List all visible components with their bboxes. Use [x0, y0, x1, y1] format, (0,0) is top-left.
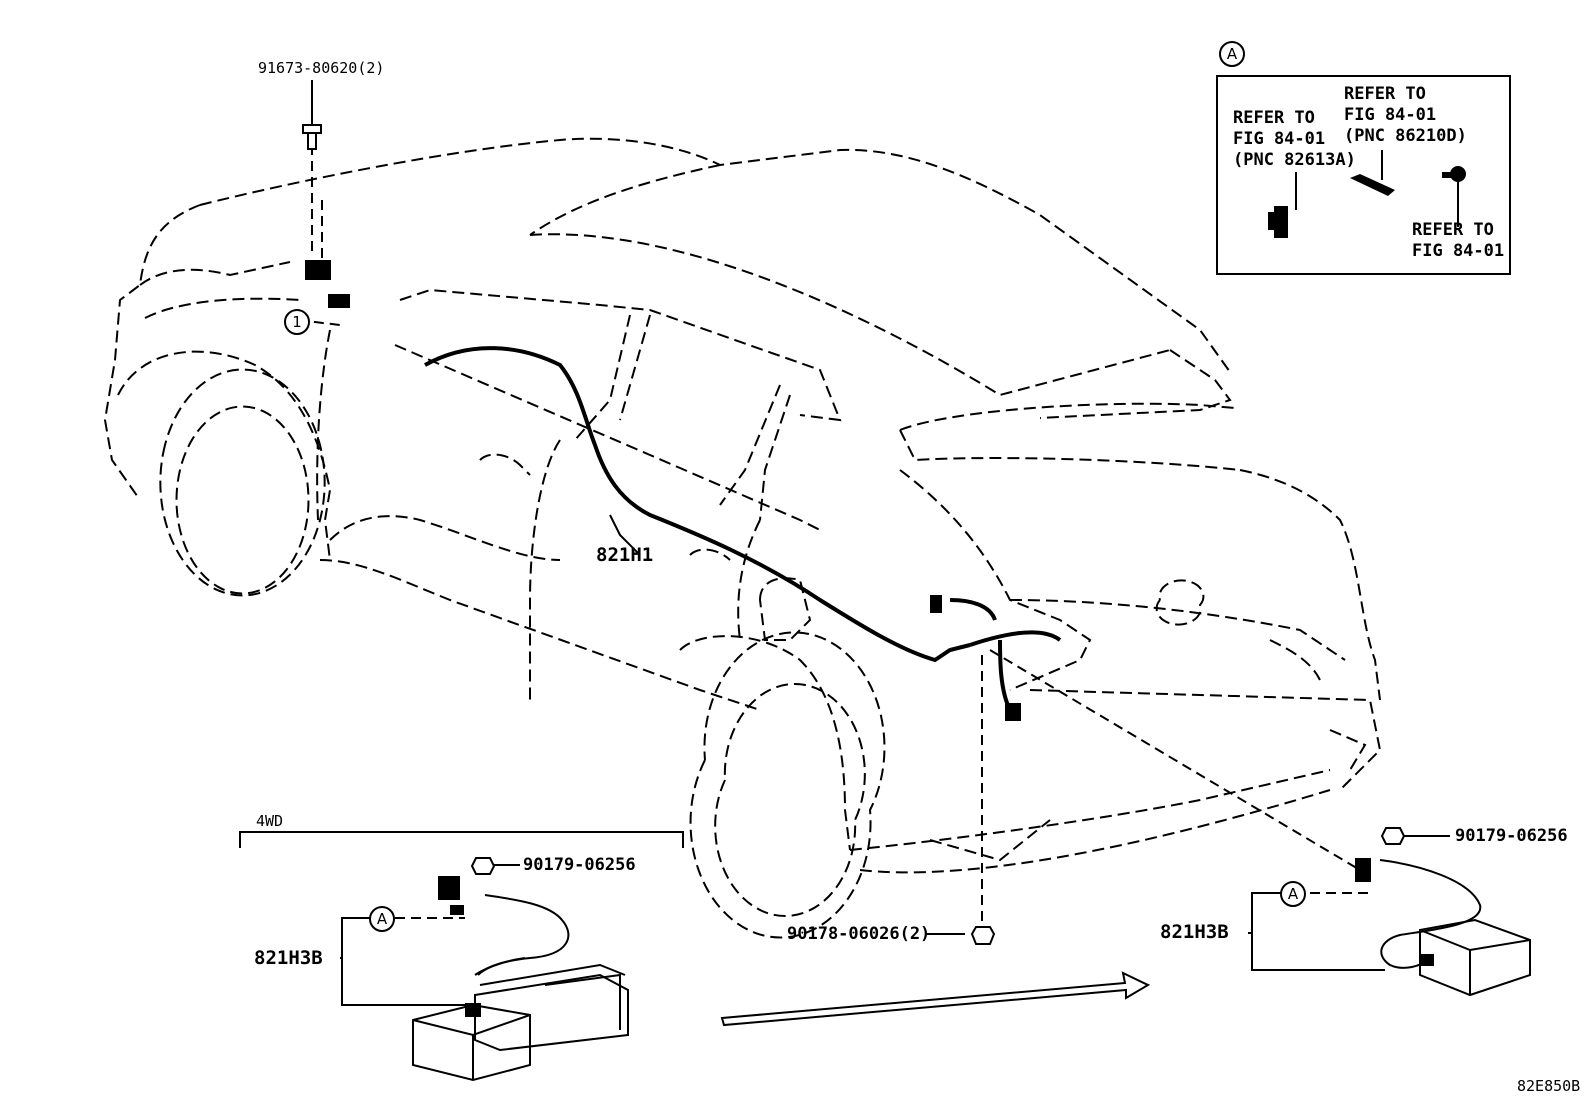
reference-box-parts	[1268, 166, 1466, 238]
leader-lines	[297, 145, 1370, 930]
bolt-91673-icon	[302, 124, 322, 150]
ref3-line1: REFER TO	[1412, 220, 1494, 240]
nut-icons	[470, 827, 1406, 945]
callout-clip-90178: 90178-06026(2)	[787, 924, 931, 944]
diagram-code: 82E850B	[1517, 1077, 1581, 1095]
ref1-line3: (PNC 82613A)	[1233, 150, 1356, 170]
callout-bolt-91673: 91673-80620(2)	[258, 59, 385, 77]
callout-nut-4wd: 90179-06256	[523, 855, 636, 875]
ref2-line1: REFER TO	[1344, 84, 1426, 104]
callout-harness-821h1: 821H1	[596, 544, 654, 566]
reference-box	[1216, 75, 1511, 275]
callout-sensor-821h3b-4wd: 821H3B	[254, 947, 323, 969]
sensor-right-connectors	[1355, 858, 1434, 966]
reference-box-leaders	[1295, 150, 1459, 227]
ref-marker-a-4wd: A	[369, 906, 395, 932]
harness-connectors	[305, 260, 1021, 721]
ref-marker-a-right: A	[1280, 881, 1306, 907]
ref1-line1: REFER TO	[1233, 108, 1315, 128]
harness-821h1	[424, 346, 1062, 711]
vehicle-body-outline	[103, 137, 1382, 939]
callout-sensor-821h3b-right: 821H3B	[1160, 921, 1229, 943]
reference-note-82613a: REFER TO FIG 84-01 (PNC 82613A)	[1233, 108, 1356, 171]
reference-note-fig84: REFER TO FIG 84-01	[1412, 220, 1504, 262]
sensor-821h3b-right	[1379, 859, 1531, 997]
ref2-line3: (PNC 86210D)	[1344, 126, 1467, 146]
sensor-821h3b-4wd	[412, 894, 629, 1082]
ref2-line2: FIG 84-01	[1344, 105, 1437, 125]
variant-label-4wd: 4WD	[256, 812, 284, 830]
direction-arrow-icon	[720, 971, 1151, 1027]
solid-leaders	[239, 80, 1450, 1006]
ref1-line2: FIG 84-01	[1233, 129, 1326, 149]
sensor-4wd-connectors	[438, 876, 481, 1017]
ref-box-header-marker: A	[1219, 41, 1245, 67]
ref3-line2: FIG 84-01	[1412, 241, 1505, 261]
callout-nut-right: 90179-06256	[1455, 826, 1568, 846]
item-marker-1: 1	[284, 309, 310, 335]
reference-note-86210d: REFER TO FIG 84-01 (PNC 86210D)	[1344, 84, 1467, 147]
